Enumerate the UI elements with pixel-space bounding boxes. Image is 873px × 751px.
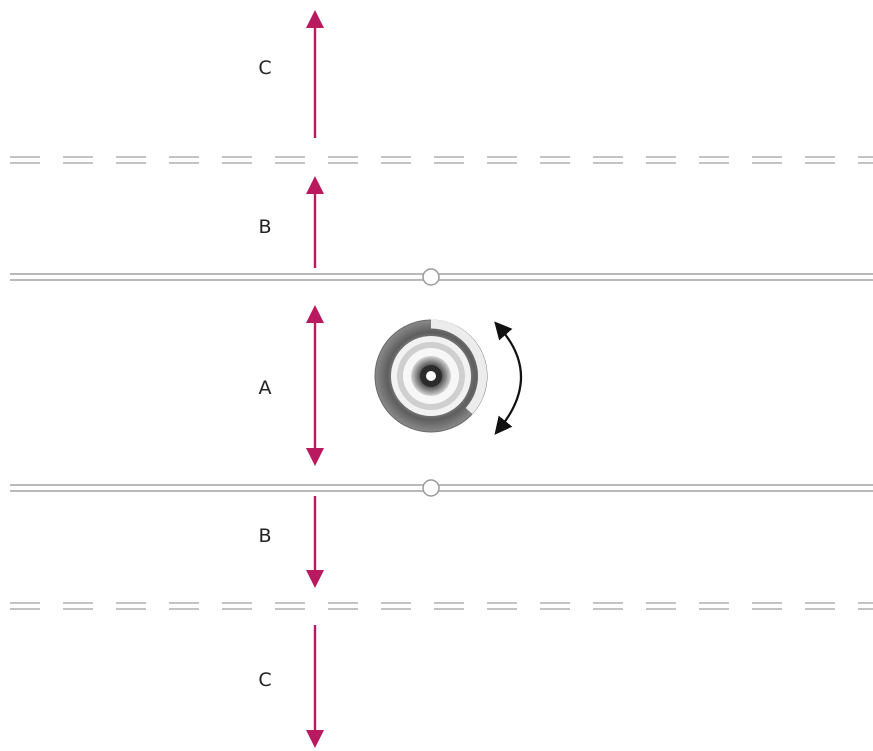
arrow-b-bottom xyxy=(306,496,324,588)
arrow-c-bottom xyxy=(306,625,324,748)
arrow-b-top xyxy=(306,176,324,268)
dashed-boundary-bottom xyxy=(10,602,873,610)
circle-handle-icon[interactable] xyxy=(422,479,440,497)
arrow-c-top xyxy=(306,10,324,138)
arrow-a-double xyxy=(306,305,324,466)
zone-label-c-top: C xyxy=(258,57,271,79)
solid-guide-top[interactable] xyxy=(10,273,873,281)
dashed-boundary-top xyxy=(10,156,873,164)
zone-label-c-bottom: C xyxy=(258,669,271,691)
solid-guide-bottom[interactable] xyxy=(10,484,873,492)
radial-dial-icon[interactable] xyxy=(374,319,488,433)
zone-label-b-bottom: B xyxy=(258,525,271,547)
zone-label-b-top: B xyxy=(258,216,271,238)
curved-double-arrow-icon xyxy=(494,321,522,435)
zone-label-a: A xyxy=(259,377,272,399)
circle-handle-icon[interactable] xyxy=(422,268,440,286)
